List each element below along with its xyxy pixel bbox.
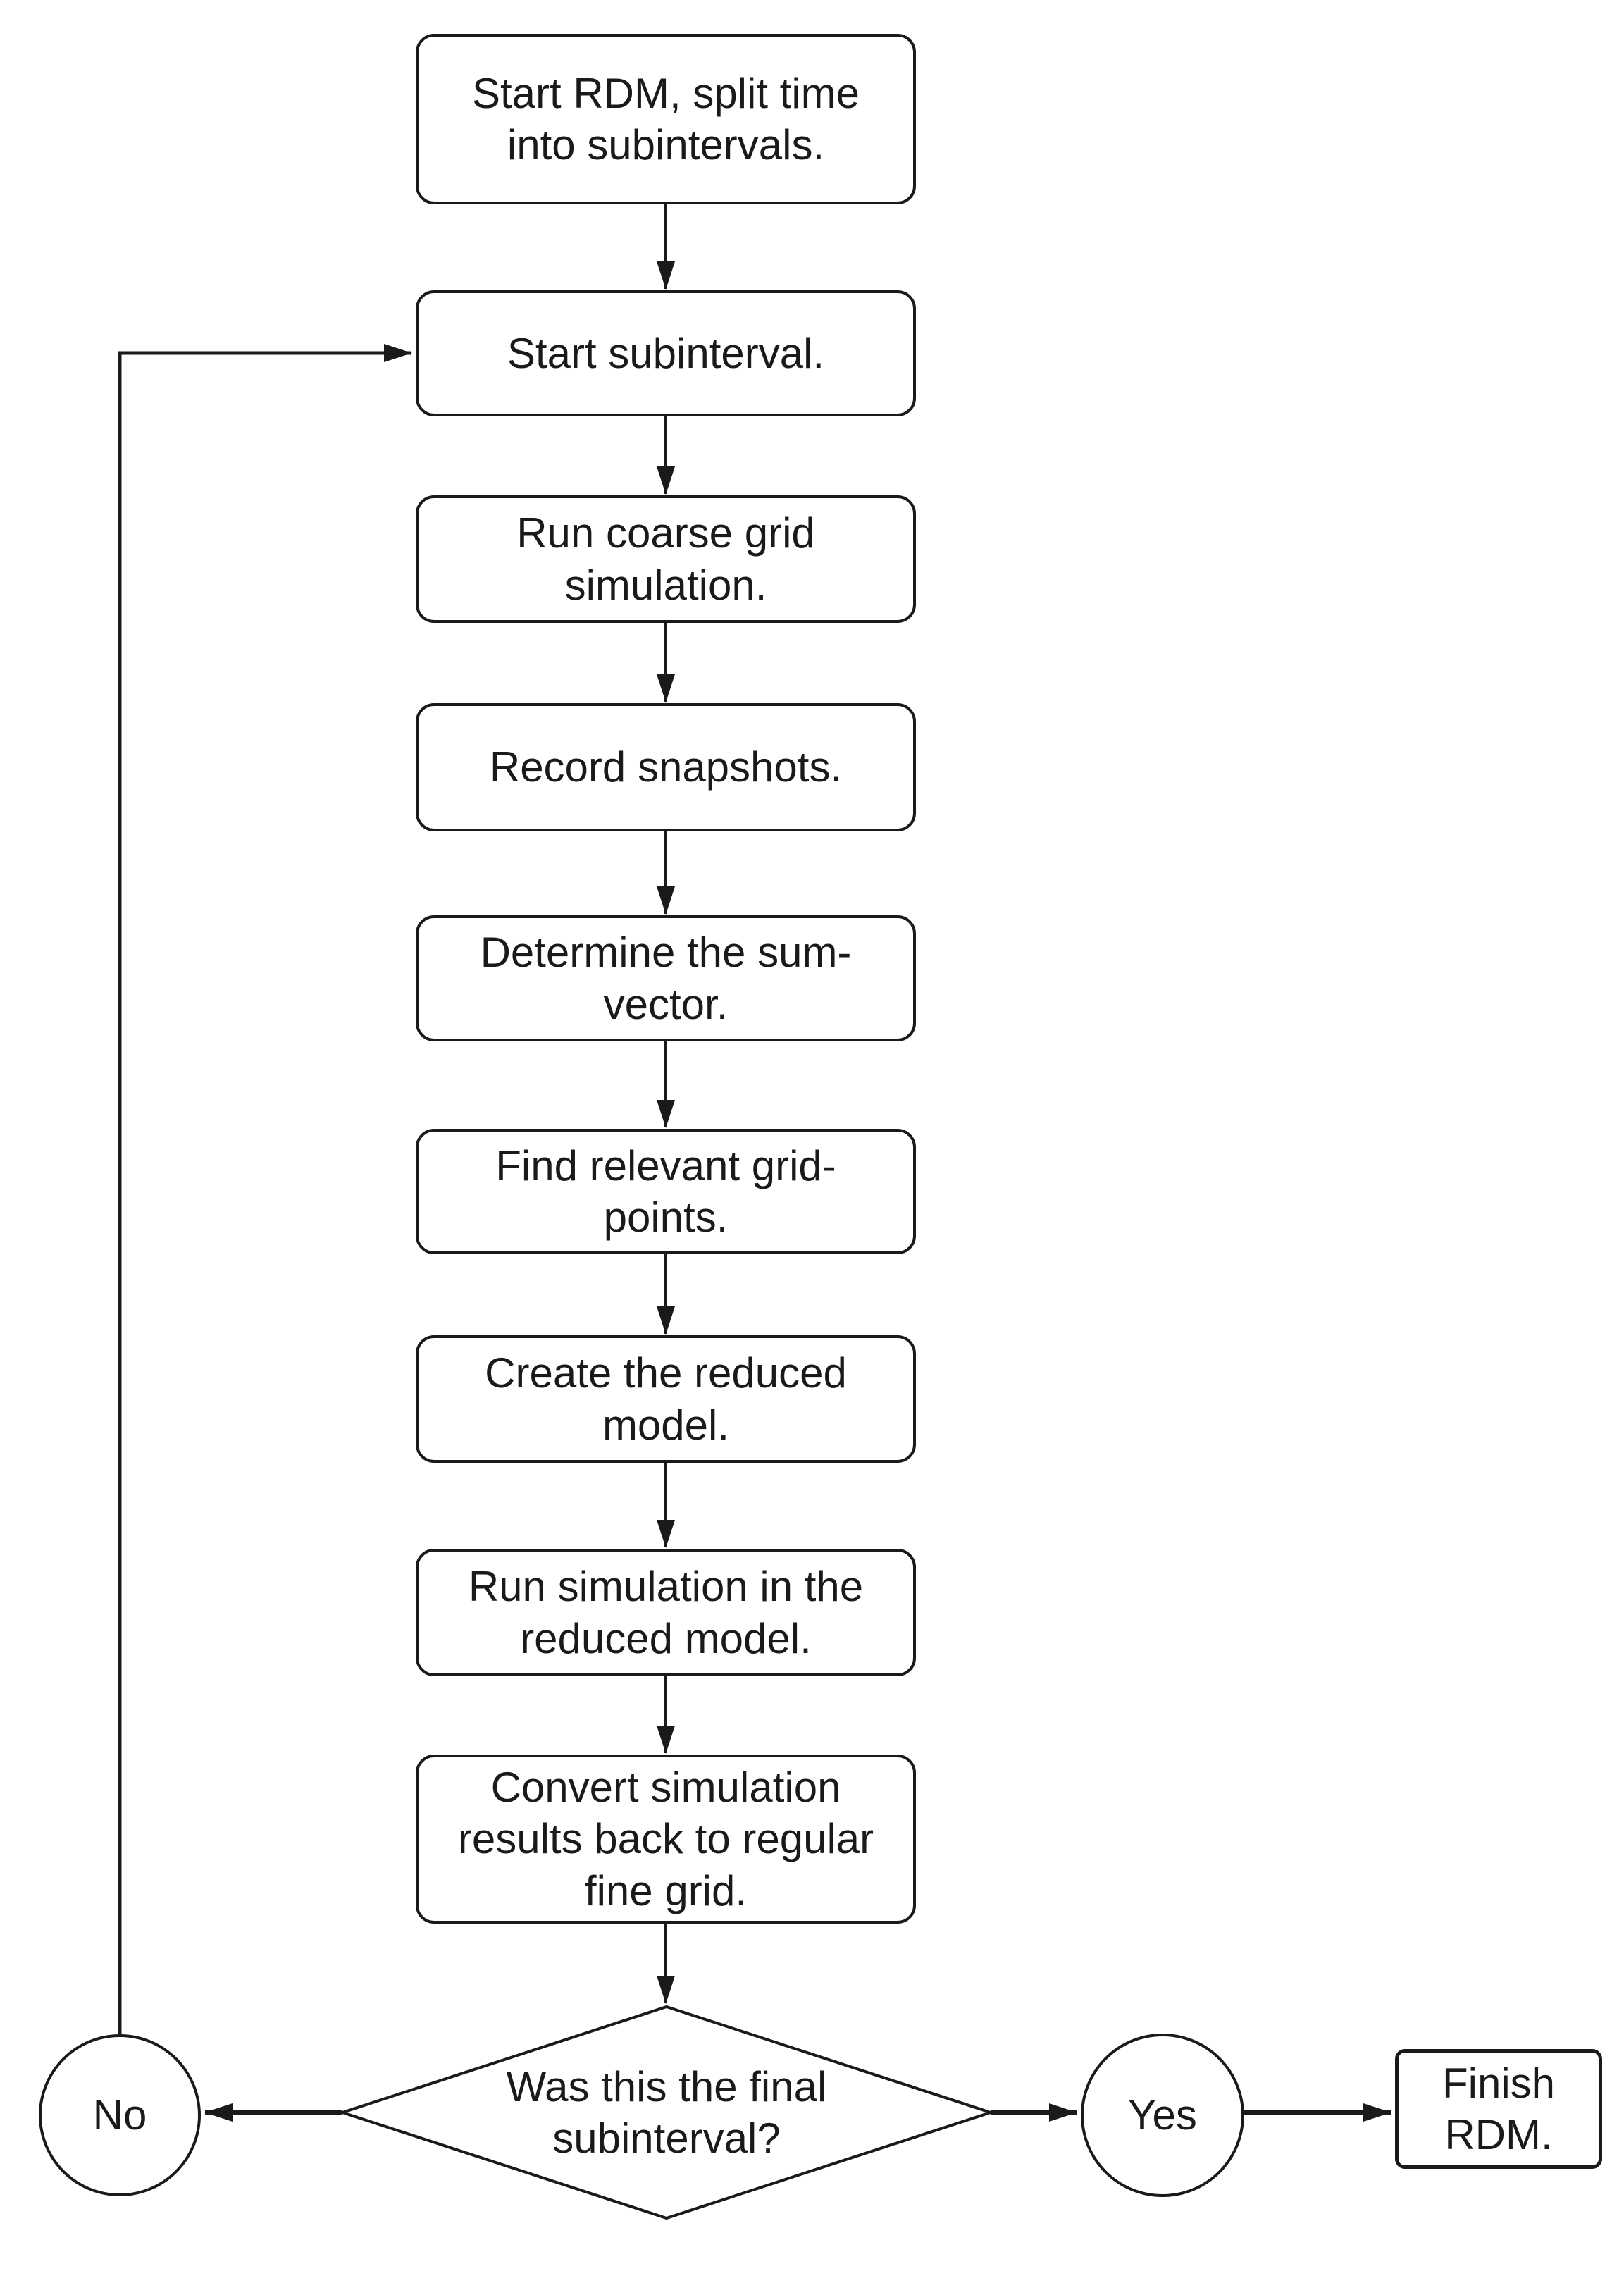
node-create-reduced-model-label: Create the reduced model. xyxy=(485,1349,847,1449)
node-run-reduced-simulation: Run simulation in the reduced model. xyxy=(416,1549,916,1676)
node-find-grid-points: Find relevant grid-points. xyxy=(416,1129,916,1254)
node-start-rdm-label: Start RDM, split time into subintervals. xyxy=(471,69,860,168)
node-record-snapshots: Record snapshots. xyxy=(416,703,916,831)
node-determine-sum-vector: Determine the sum-vector. xyxy=(416,915,916,1041)
node-finish-rdm: Finish RDM. xyxy=(1395,2049,1602,2169)
node-yes-label: Yes xyxy=(1128,2091,1197,2139)
node-create-reduced-model: Create the reduced model. xyxy=(416,1335,916,1463)
node-start-subinterval: Start subinterval. xyxy=(416,290,916,416)
node-run-coarse-grid-label: Run coarse grid simulation. xyxy=(516,509,815,609)
node-run-coarse-grid: Run coarse grid simulation. xyxy=(416,495,916,623)
node-determine-sum-vector-label: Determine the sum-vector. xyxy=(480,929,852,1028)
node-decision-label: Was this the final subinterval? xyxy=(506,2062,827,2162)
node-run-reduced-simulation-label: Run simulation in the reduced model. xyxy=(468,1563,864,1662)
node-no: No xyxy=(39,2034,201,2196)
node-find-grid-points-label: Find relevant grid-points. xyxy=(495,1141,836,1241)
node-yes: Yes xyxy=(1081,2034,1244,2197)
node-start-rdm: Start RDM, split time into subintervals. xyxy=(416,34,916,204)
node-convert-results: Convert simulation results back to regul… xyxy=(416,1755,916,1924)
decision-diamond-shape xyxy=(337,2005,996,2220)
node-no-label: No xyxy=(92,2091,147,2139)
node-start-subinterval-label: Start subinterval. xyxy=(507,329,825,377)
node-finish-rdm-label: Finish RDM. xyxy=(1442,2059,1556,2158)
edge-no-to-start-subinterval xyxy=(118,344,412,2034)
node-record-snapshots-label: Record snapshots. xyxy=(489,743,843,791)
node-convert-results-label: Convert simulation results back to regul… xyxy=(457,1764,874,1914)
node-decision-final-subinterval: Was this the final subinterval? xyxy=(420,2049,913,2176)
